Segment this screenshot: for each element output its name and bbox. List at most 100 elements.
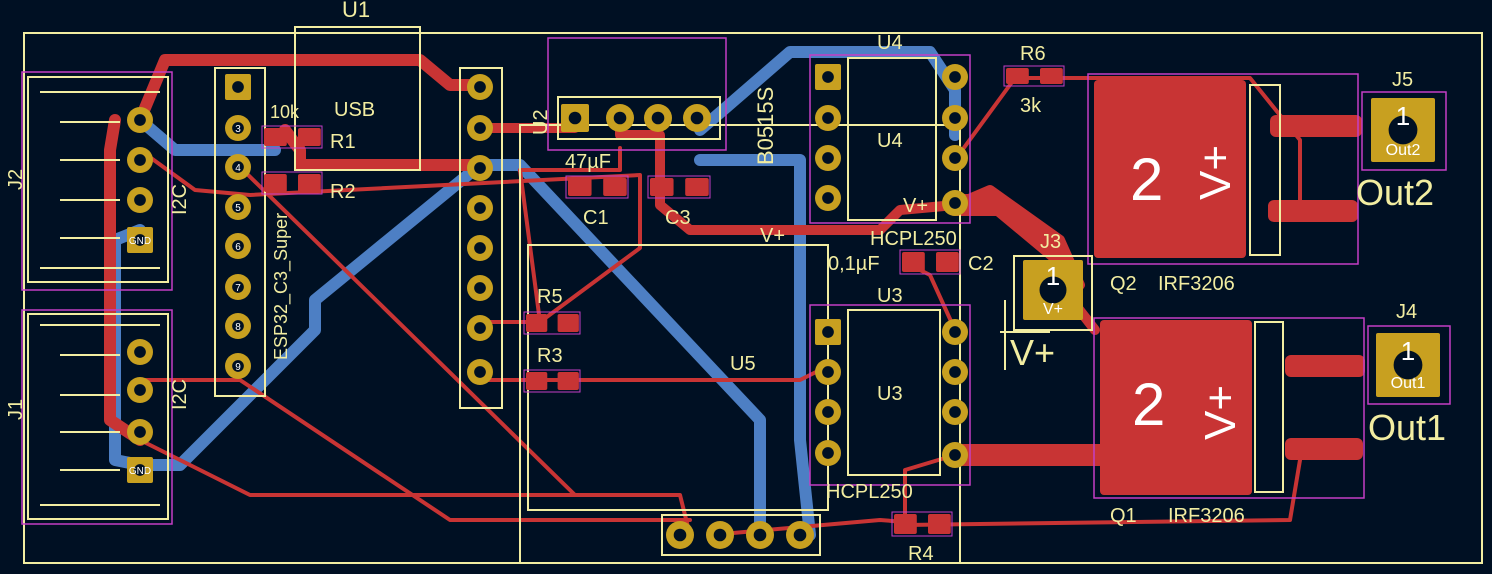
u3-left-pad-drill (822, 406, 834, 418)
out1-label: Out1 (1368, 407, 1446, 448)
c3-label: C3 (665, 207, 691, 229)
j2-pad-drill (134, 114, 146, 126)
u4-left-pad-drill (822, 71, 834, 83)
j1-pad-drill (134, 384, 146, 396)
esp32-right-pad-drill (474, 366, 486, 378)
r5-courtyard (523, 311, 581, 335)
u3-left-pad-drill (822, 366, 834, 378)
hcpl-bottom: HCPL250 (826, 481, 913, 503)
j2-label: J2 (5, 169, 27, 190)
trace-vplus: V+ (760, 225, 785, 247)
u4-right-pad-drill (949, 152, 961, 164)
r6-label: R6 (1020, 43, 1046, 65)
esp32-pin-label: 4 (235, 163, 241, 174)
j2-pad-drill (134, 194, 146, 206)
j5-pin-number: 1 (1396, 101, 1410, 131)
bottom-header-pad-drill (673, 528, 687, 542)
bottom-header-pad-drill (713, 528, 727, 542)
esp32-pin-label: 8 (235, 322, 241, 333)
r1-value: 10k (270, 102, 300, 122)
c2-courtyard (899, 249, 961, 275)
c1-value: 47µF (565, 151, 611, 173)
r2-pad (298, 174, 321, 192)
esp32-right-pad-drill (474, 242, 486, 254)
c1-courtyard (565, 175, 629, 199)
q1-vplus-big: V+ (1196, 385, 1245, 440)
u4-right-pad-drill (949, 197, 961, 209)
r6-courtyard (1003, 65, 1065, 87)
c2-pad (936, 252, 959, 272)
connector-fingers (40, 91, 160, 506)
r2-courtyard (261, 171, 323, 195)
j3-vplus-text: V+ (1043, 301, 1063, 318)
r3-label: R3 (537, 345, 563, 367)
u4-right-pad-drill (949, 112, 961, 124)
esp32-right-pad-drill (474, 322, 486, 334)
esp32-pin-label: 9 (235, 362, 241, 373)
r3-pad (526, 372, 548, 390)
r3-pad (557, 372, 579, 390)
j5-out2-text: Out2 (1386, 142, 1421, 159)
q1-label: Q1 (1110, 505, 1137, 527)
u2-pad-drill (613, 111, 627, 125)
u4-body-label: U4 (877, 130, 903, 152)
vplus-large: V+ (1010, 332, 1055, 373)
r4-pad (894, 514, 917, 534)
j5-pad-drill (1388, 115, 1418, 145)
j3-pin-number: 1 (1046, 261, 1060, 291)
j1-gnd-text: GND (129, 466, 151, 477)
esp32-pin-label: 6 (235, 242, 241, 253)
c3-courtyard (647, 175, 711, 199)
esp32-label: ESP32_C3_Super (271, 213, 292, 360)
u2-label: U2 (530, 109, 552, 135)
j2-pad-drill (134, 154, 146, 166)
j2-gnd-text: GND (129, 236, 151, 247)
r2-pad (264, 174, 287, 192)
r1-courtyard (261, 125, 323, 149)
q1-two-big: 2 (1132, 371, 1165, 438)
u3-top-label: U3 (877, 285, 903, 307)
i2c-j1: I2C (169, 379, 191, 410)
r2-label: R2 (330, 181, 356, 203)
r5-pad (557, 314, 579, 332)
j1-pad-drill (134, 346, 146, 358)
b0515s-label: B0515S (753, 87, 778, 165)
r1-pad (298, 128, 321, 146)
u2-pad-drill (651, 111, 665, 125)
esp32-left-pad-drill (232, 320, 244, 332)
esp32-pin-label: 3 (235, 124, 241, 135)
j1-label: J1 (5, 399, 27, 420)
r4-courtyard (891, 511, 953, 537)
j3-label: J3 (1040, 231, 1061, 253)
r1-pad (264, 128, 287, 146)
esp32-right-pad-drill (474, 282, 486, 294)
c3-pad (685, 178, 709, 196)
c2-label: C2 (968, 253, 994, 275)
q1-irf: IRF3206 (1168, 505, 1245, 527)
esp32-right-pad-drill (474, 202, 486, 214)
u3-left-pad-drill (822, 326, 834, 338)
c3-pad (650, 178, 674, 196)
esp32-pin-label: 7 (235, 283, 241, 294)
j4-pin-number: 1 (1401, 336, 1415, 366)
esp32-pin-label: 5 (235, 203, 241, 214)
q1-footprint (1093, 317, 1365, 499)
u4-top-label: U4 (877, 32, 903, 54)
esp32-right-pad-drill (474, 162, 486, 174)
j1-pad-drill (134, 464, 146, 476)
esp32-right-pad-drill (474, 81, 486, 93)
r3-courtyard (523, 369, 581, 393)
u2-pad-drill (568, 111, 582, 125)
j2-pad-drill (134, 234, 146, 246)
esp32-left-pad-drill (232, 201, 244, 213)
u4-right-pad-drill (949, 71, 961, 83)
r6-pad (1040, 68, 1063, 84)
q2-footprint (1087, 73, 1362, 265)
u4-left-pad-drill (822, 192, 834, 204)
c1-pad (603, 178, 627, 196)
out2-label: Out2 (1356, 172, 1434, 213)
silkscreen-text: U1 USB ESP32_C3_Super R1 R2 10k U2 B0515… (5, 0, 1446, 565)
c2-value: 0,1µF (828, 253, 880, 275)
u4-left-pad-drill (822, 112, 834, 124)
